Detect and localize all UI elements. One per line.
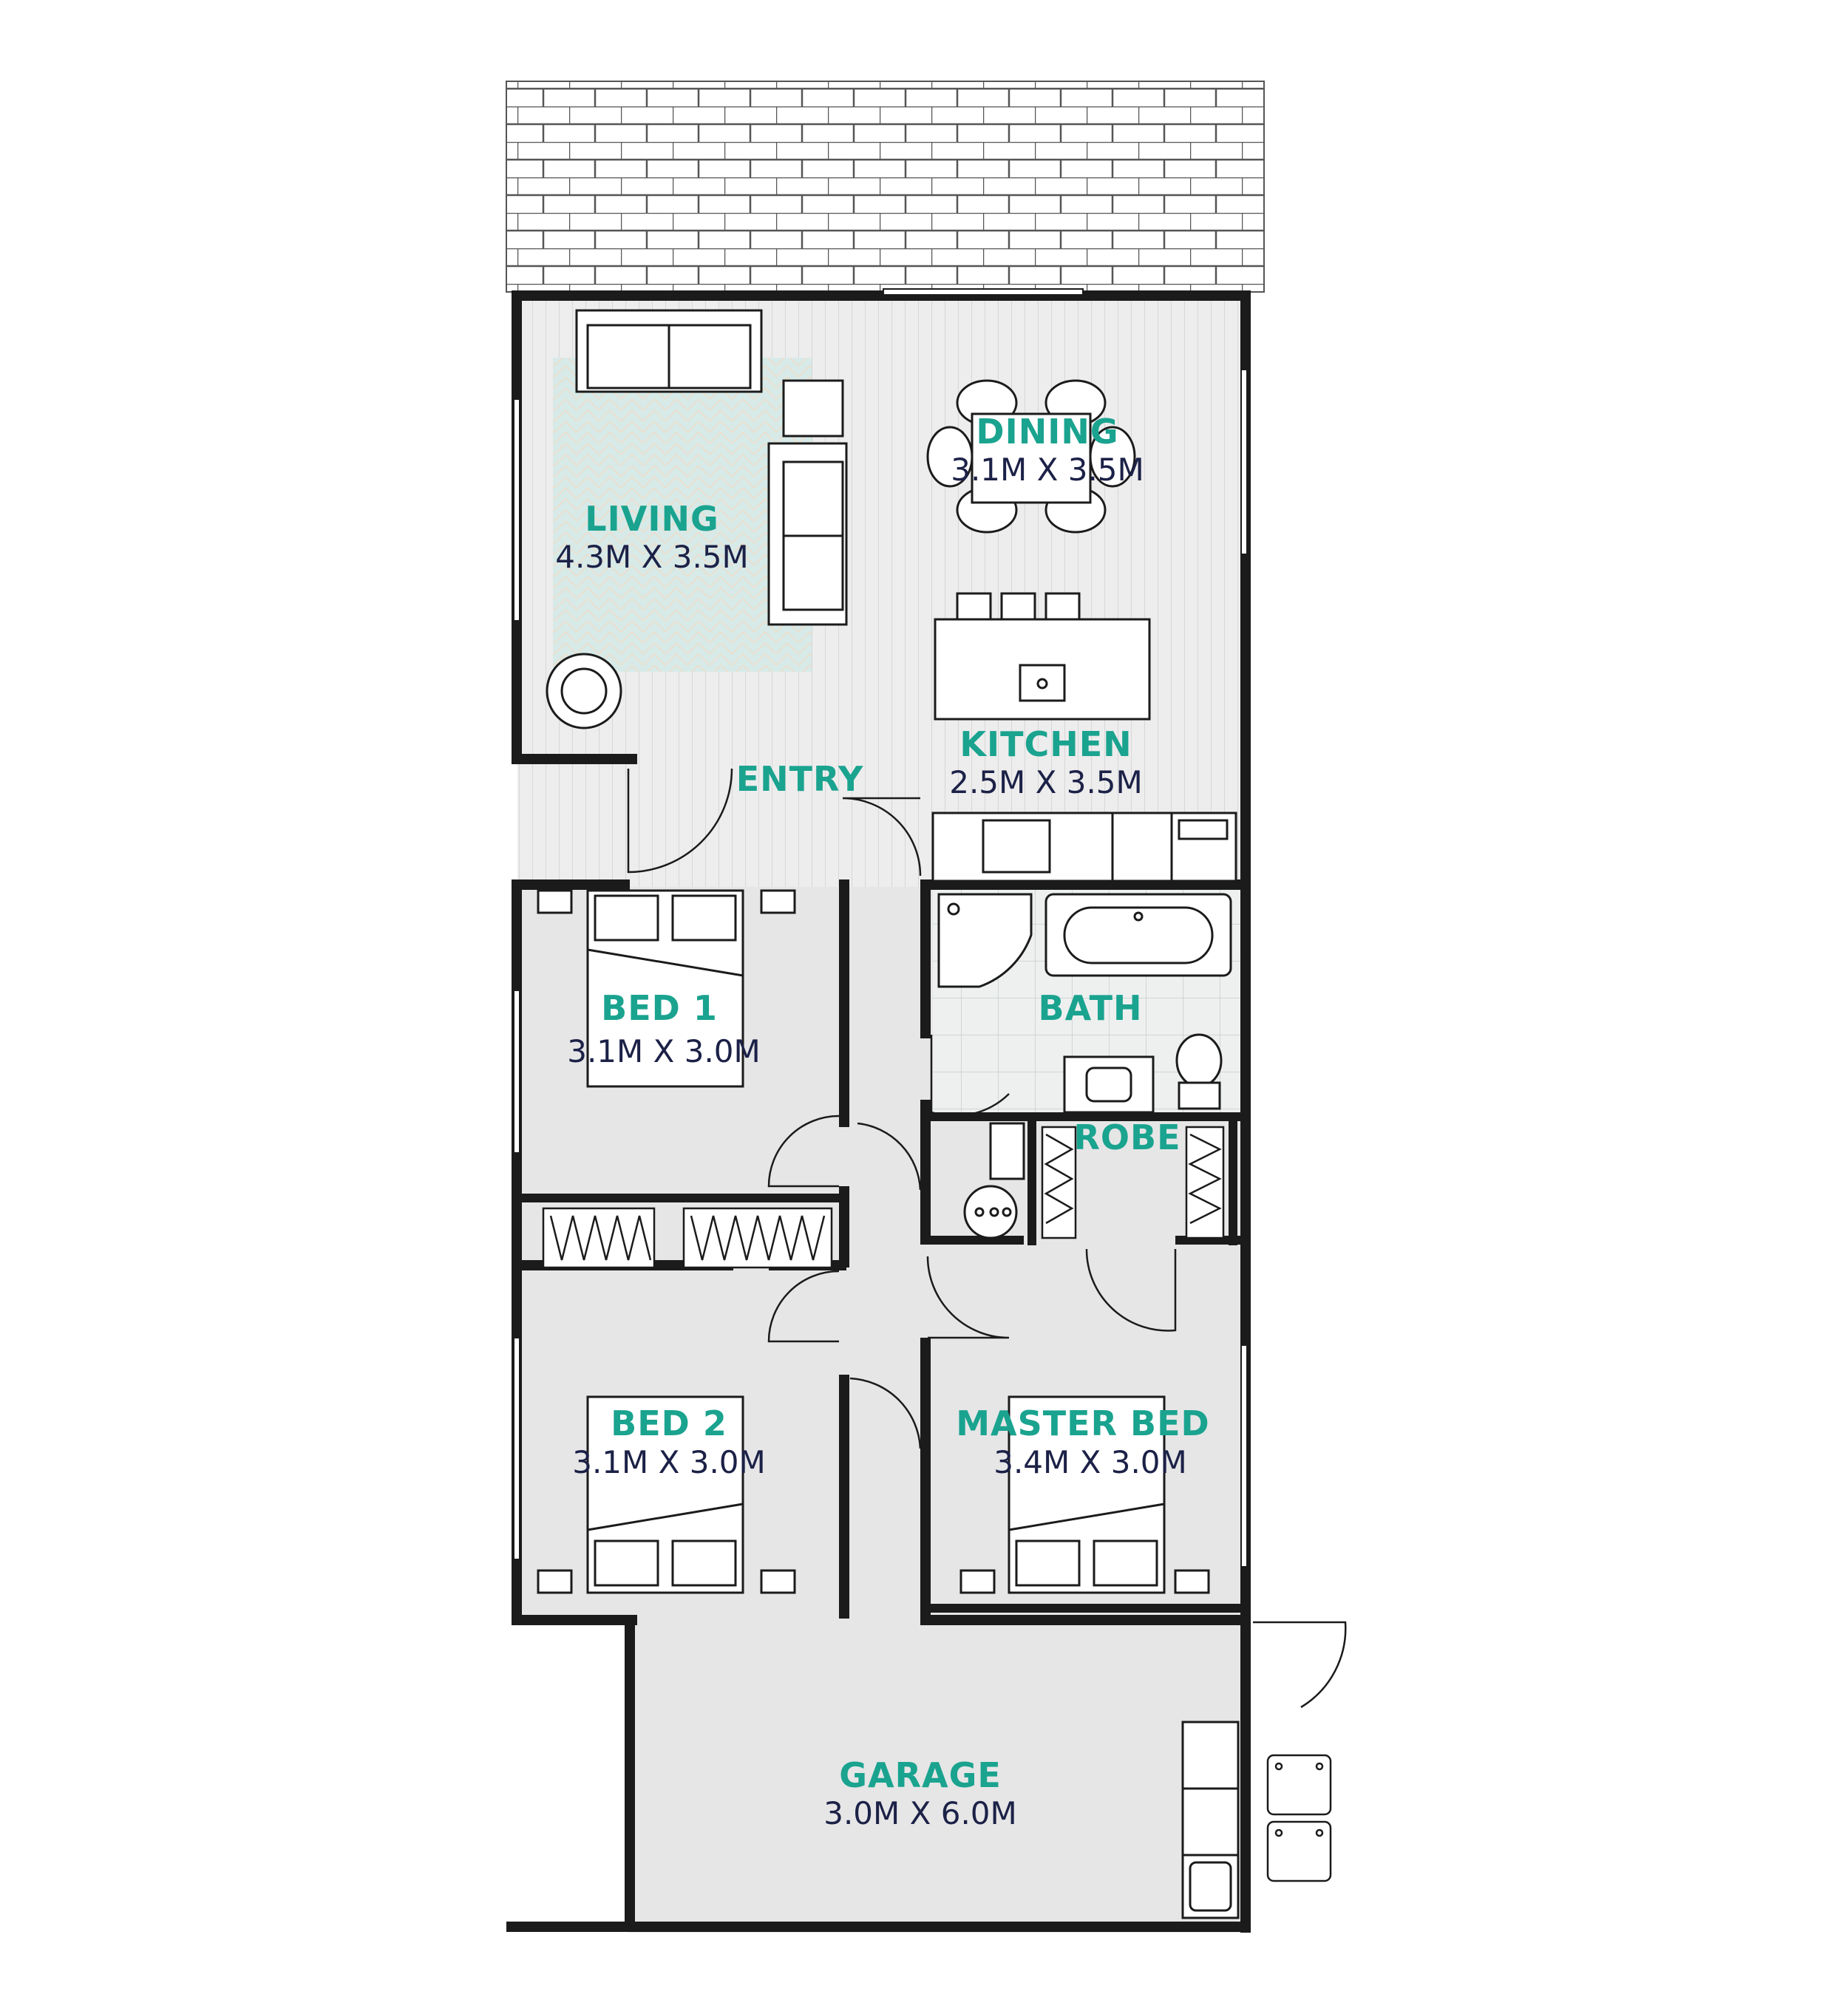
- hot-water-unit-icon: [963, 1185, 1018, 1239]
- toilet-icon: [1175, 1033, 1223, 1110]
- dining-size: 3.1M X 3.5M: [951, 452, 1144, 488]
- entry-label: ENTRY: [736, 759, 864, 799]
- vanity-icon: [1063, 1055, 1155, 1114]
- bed-2-label: BED 2: [611, 1403, 727, 1443]
- shower-icon: [937, 893, 1033, 988]
- side-table-icon: [782, 379, 844, 438]
- kitchen-bench-icon: [931, 811, 1237, 882]
- garage-size: 3.0M X 6.0M: [823, 1795, 1017, 1831]
- linen-cupboard-icon: [989, 1122, 1025, 1180]
- bed-1-label: BED 1: [601, 988, 718, 1028]
- windows: [513, 288, 1248, 1568]
- dining-label: DINING: [976, 412, 1118, 452]
- sofa-side-icon: [767, 442, 848, 626]
- dining-table-icon: [926, 379, 1136, 534]
- master-bed-size: 3.4M X 3.0M: [993, 1444, 1187, 1480]
- kitchen-island-icon: [934, 618, 1151, 721]
- ac-units-icon: [1266, 1754, 1332, 1882]
- door-swings: [627, 768, 1347, 1709]
- bed-2-icon: [537, 1395, 796, 1594]
- garage-label: GARAGE: [839, 1755, 1002, 1795]
- robe-label: ROBE: [1073, 1117, 1181, 1157]
- living-label: LIVING: [585, 499, 719, 539]
- bath-label: BATH: [1039, 988, 1143, 1028]
- garage-floor: [628, 1615, 1246, 1933]
- sofa-top-icon: [575, 309, 763, 393]
- bed-2-wardrobe-icon: [682, 1207, 833, 1269]
- master-bed-icon: [959, 1395, 1210, 1594]
- kitchen-size: 2.5M X 3.5M: [949, 764, 1143, 800]
- robe-shelving-icon: [1041, 1126, 1225, 1239]
- bed-1-wardrobe-icon: [542, 1207, 656, 1269]
- living-size: 4.3M X 3.5M: [555, 539, 749, 575]
- bed-2-size: 3.1M X 3.0M: [572, 1444, 766, 1480]
- bed-1-icon: [537, 889, 796, 1088]
- master-bed-label: MASTER BED: [956, 1403, 1209, 1443]
- armchair-icon: [546, 653, 622, 729]
- alfresco-paving: [506, 81, 1265, 293]
- bed-1-size: 3.1M X 3.0M: [567, 1033, 761, 1069]
- bathtub-icon: [1044, 893, 1232, 977]
- bar-stools-icon: [956, 592, 1081, 621]
- exterior-walls: [506, 290, 1251, 1933]
- kitchen-label: KITCHEN: [959, 724, 1132, 764]
- laundry-appliances-icon: [1181, 1721, 1240, 1919]
